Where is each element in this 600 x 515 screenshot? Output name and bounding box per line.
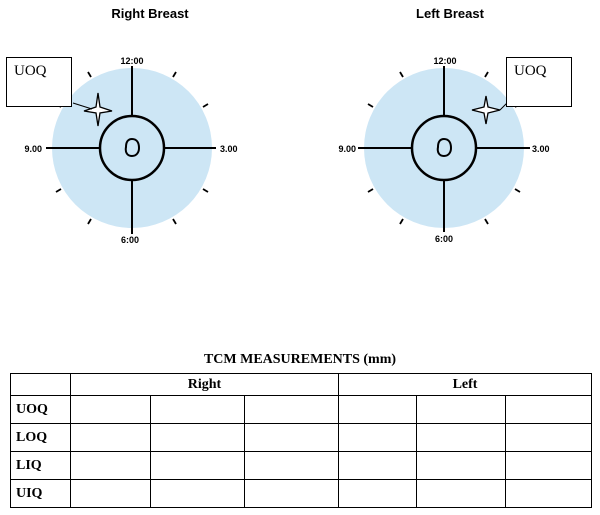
measurement-cell[interactable] [70,423,151,452]
measurement-cell[interactable] [150,395,245,424]
clock-label-12: 12:00 [120,56,143,66]
measurement-cell[interactable] [244,479,339,508]
nipple [124,137,141,158]
measurement-cell[interactable] [338,395,417,424]
clock-label-12: 12:00 [433,56,456,66]
table-row: LIQ [10,451,593,480]
measurement-cell[interactable] [504,423,593,452]
clock-label-9: 9.00 [338,144,356,154]
callout-line [72,102,93,110]
table-row: LOQ [10,423,593,452]
measurement-cell[interactable] [244,451,339,480]
left-breast-clock-svg: 12:00 3.00 6:00 9.00 [338,56,550,244]
row-label-loq: LOQ [10,423,71,452]
measurement-cell[interactable] [150,423,245,452]
clock-label-3: 3.00 [532,144,550,154]
clock-label-6: 6:00 [435,234,453,244]
row-label-uiq: UIQ [10,479,71,508]
left-uoq-label: UOQ [514,63,547,79]
measurement-cell[interactable] [150,479,245,508]
measurement-cell[interactable] [504,451,593,480]
right-breast-clock-svg: 12:00 3.00 6:00 9.00 [24,56,238,245]
measurement-cell[interactable] [504,395,593,424]
measurement-cell[interactable] [70,451,151,480]
left-breast-diagram: Left Breast 12:00 3.00 6:00 9.00 UOQ [300,0,600,260]
table-row: UIQ [10,479,593,508]
marker-star [471,95,501,125]
clock-hour-ticks [367,71,521,225]
measurement-cell[interactable] [244,395,339,424]
left-uoq-label-box: UOQ [506,57,572,107]
right-breast-diagram: Right Breast 12:00 3.00 6:00 9.00 UOQ [0,0,300,260]
header-left: Left [337,373,593,396]
right-uoq-label: UOQ [14,63,47,79]
measurement-cell[interactable] [338,451,417,480]
tcm-measurements-table: Right Left UOQ LOQ LIQ UIQ [10,373,593,508]
header-empty-cell [10,373,71,396]
header-right: Right [70,373,339,396]
nipple [436,137,453,158]
left-breast-title: Left Breast [416,6,484,21]
marker-star [83,92,113,127]
row-label-uoq: UOQ [10,395,71,424]
measurement-cell[interactable] [416,395,506,424]
clock-label-3: 3.00 [220,144,238,154]
measurement-cell[interactable] [416,451,506,480]
table-title: TCM MEASUREMENTS (mm) [203,352,397,367]
clock-label-9: 9.00 [24,144,42,154]
table-header-row: Right Left [10,373,593,396]
right-uoq-label-box: UOQ [6,57,72,107]
measurement-cell[interactable] [70,395,151,424]
measurement-cell[interactable] [416,479,506,508]
measurement-cell[interactable] [338,423,417,452]
measurement-cell[interactable] [70,479,151,508]
measurement-cell[interactable] [416,423,506,452]
row-label-liq: LIQ [10,451,71,480]
measurement-cell[interactable] [244,423,339,452]
clock-label-6: 6:00 [121,235,139,245]
measurement-cell[interactable] [338,479,417,508]
table-row: UOQ [10,395,593,424]
measurement-cell[interactable] [504,479,593,508]
right-breast-title: Right Breast [111,6,189,21]
measurement-cell[interactable] [150,451,245,480]
